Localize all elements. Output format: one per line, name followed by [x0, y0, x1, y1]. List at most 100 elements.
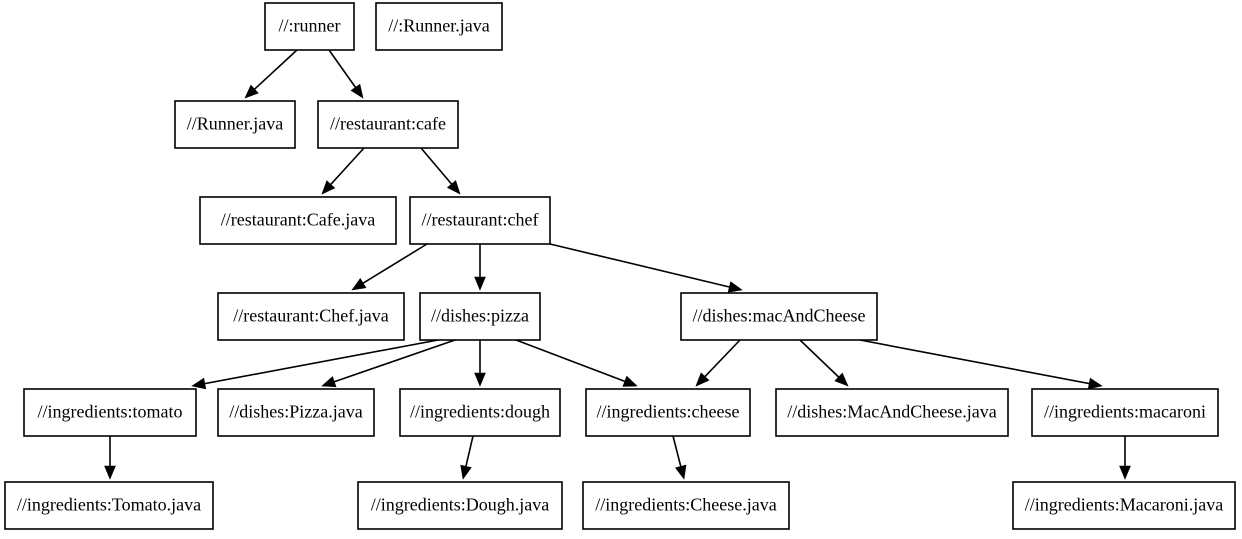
edge-line: [704, 339, 741, 378]
arrowhead-icon: [474, 276, 486, 291]
node-box[interactable]: [4, 481, 214, 530]
graph-edge-pizza-to-tomato: [191, 339, 439, 390]
arrowhead-icon: [321, 180, 336, 195]
graph-edge-tomato-to-tomato-java: [104, 436, 116, 480]
arrowhead-icon: [351, 278, 367, 291]
node-box[interactable]: [217, 292, 405, 341]
node-label: //ingredients:Dough.java: [371, 495, 549, 515]
graph-edge-pizza-to-cheese: [515, 339, 638, 387]
arrowhead-icon: [727, 281, 743, 293]
node-label: //restaurant:chef: [422, 210, 539, 230]
node-label: //ingredients:dough: [410, 402, 550, 422]
graph-edge-cheese-to-cheese-java: [672, 435, 687, 480]
node-box[interactable]: [419, 292, 541, 341]
graph-node-cheese-java[interactable]: //ingredients:Cheese.java: [582, 481, 790, 530]
graph-node-tomato-java[interactable]: //ingredients:Tomato.java: [4, 481, 214, 530]
graph-edge-cafe-to-cafe-java: [321, 147, 365, 195]
arrowhead-icon: [244, 84, 259, 99]
node-label: //ingredients:Macaroni.java: [1025, 495, 1223, 515]
node-box[interactable]: [1031, 388, 1219, 437]
arrowhead-icon: [1119, 465, 1131, 480]
node-box[interactable]: [357, 481, 563, 530]
node-box[interactable]: [1012, 481, 1236, 530]
graph-edge-mac-and-cheese-to-mac-cheese-java: [799, 339, 849, 387]
graph-edge-macaroni-to-macaroni-java: [1119, 436, 1131, 480]
node-label: //restaurant:Cafe.java: [221, 210, 375, 230]
arrowhead-icon: [350, 83, 364, 99]
graph-node-runner-java-root[interactable]: //:Runner.java: [375, 2, 503, 51]
node-box[interactable]: [399, 388, 561, 437]
graph-node-chef[interactable]: //restaurant:chef: [409, 196, 551, 245]
graph-edge-runner-to-runner-java: [244, 49, 298, 99]
edge-line: [254, 49, 298, 90]
node-label: //dishes:macAndCheese: [693, 306, 866, 326]
edge-line: [549, 243, 730, 288]
graph-node-pizza-java[interactable]: //dishes:Pizza.java: [217, 388, 375, 437]
graph-edge-runner-to-cafe: [328, 49, 364, 99]
arrowhead-icon: [474, 372, 486, 387]
arrowhead-icon: [460, 464, 472, 480]
node-box[interactable]: [264, 2, 355, 51]
arrowhead-icon: [834, 372, 849, 387]
node-label: //:Runner.java: [388, 16, 489, 36]
node-box[interactable]: [409, 196, 551, 245]
graph-edge-dough-to-dough-java: [460, 435, 474, 480]
node-box[interactable]: [582, 481, 790, 530]
graph-node-pizza[interactable]: //dishes:pizza: [419, 292, 541, 341]
node-box[interactable]: [23, 388, 197, 437]
node-label: //Runner.java: [187, 114, 283, 134]
graph-edges-layer: [104, 49, 1131, 480]
edge-line: [334, 339, 456, 383]
graph-node-tomato[interactable]: //ingredients:tomato: [23, 388, 197, 437]
node-label: //dishes:MacAndCheese.java: [787, 402, 996, 422]
graph-node-macaroni-java[interactable]: //ingredients:Macaroni.java: [1012, 481, 1236, 530]
arrowhead-icon: [1087, 377, 1103, 390]
graph-nodes-layer: //:runner //:Runner.java //Runner.java //re…: [4, 2, 1236, 530]
node-box[interactable]: [775, 388, 1009, 437]
node-label: //:runner: [279, 16, 341, 36]
node-box[interactable]: [317, 100, 459, 149]
graph-edge-cafe-to-chef: [420, 147, 461, 195]
graph-node-mac-cheese-java[interactable]: //dishes:MacAndCheese.java: [775, 388, 1009, 437]
node-box[interactable]: [375, 2, 503, 51]
edge-line: [204, 339, 439, 385]
node-label: //dishes:pizza: [431, 306, 529, 326]
node-box[interactable]: [217, 388, 375, 437]
graph-node-macaroni[interactable]: //ingredients:macaroni: [1031, 388, 1219, 437]
arrowhead-icon: [104, 465, 116, 480]
graph-edge-mac-and-cheese-to-macaroni: [859, 339, 1103, 390]
arrowhead-icon: [675, 464, 687, 480]
graph-node-cheese[interactable]: //ingredients:cheese: [585, 388, 751, 437]
node-label: //dishes:Pizza.java: [229, 402, 362, 422]
graph-edge-mac-and-cheese-to-cheese: [695, 339, 741, 387]
graph-edge-pizza-to-dough: [474, 340, 486, 387]
graph-edge-chef-to-pizza: [474, 244, 486, 291]
edge-line: [799, 339, 840, 378]
node-label: //restaurant:Chef.java: [233, 306, 388, 326]
node-label: //ingredients:macaroni: [1044, 402, 1206, 422]
graph-node-chef-java[interactable]: //restaurant:Chef.java: [217, 292, 405, 341]
graph-edge-chef-to-chef-java: [351, 243, 428, 291]
graph-node-cafe-java[interactable]: //restaurant:Cafe.java: [199, 196, 397, 245]
graph-node-runner[interactable]: //:runner: [264, 2, 355, 51]
arrowhead-icon: [191, 377, 207, 390]
node-label: //ingredients:Cheese.java: [595, 495, 776, 515]
node-box[interactable]: [199, 196, 397, 245]
node-label: //ingredients:tomato: [38, 402, 183, 422]
graph-node-dough[interactable]: //ingredients:dough: [399, 388, 561, 437]
node-box[interactable]: [174, 100, 296, 149]
edge-line: [330, 147, 365, 185]
graph-node-runner-java[interactable]: //Runner.java: [174, 100, 296, 149]
node-box[interactable]: [680, 292, 878, 341]
node-box[interactable]: [585, 388, 751, 437]
edge-line: [859, 339, 1090, 385]
graph-edge-chef-to-mac-and-cheese: [549, 243, 743, 293]
edge-line: [420, 147, 453, 185]
graph-node-mac-and-cheese[interactable]: //dishes:macAndCheese: [680, 292, 878, 341]
graph-node-dough-java[interactable]: //ingredients:Dough.java: [357, 481, 563, 530]
graph-node-cafe[interactable]: //restaurant:cafe: [317, 100, 459, 149]
edge-line: [672, 435, 682, 467]
node-label: //ingredients:cheese: [597, 402, 740, 422]
